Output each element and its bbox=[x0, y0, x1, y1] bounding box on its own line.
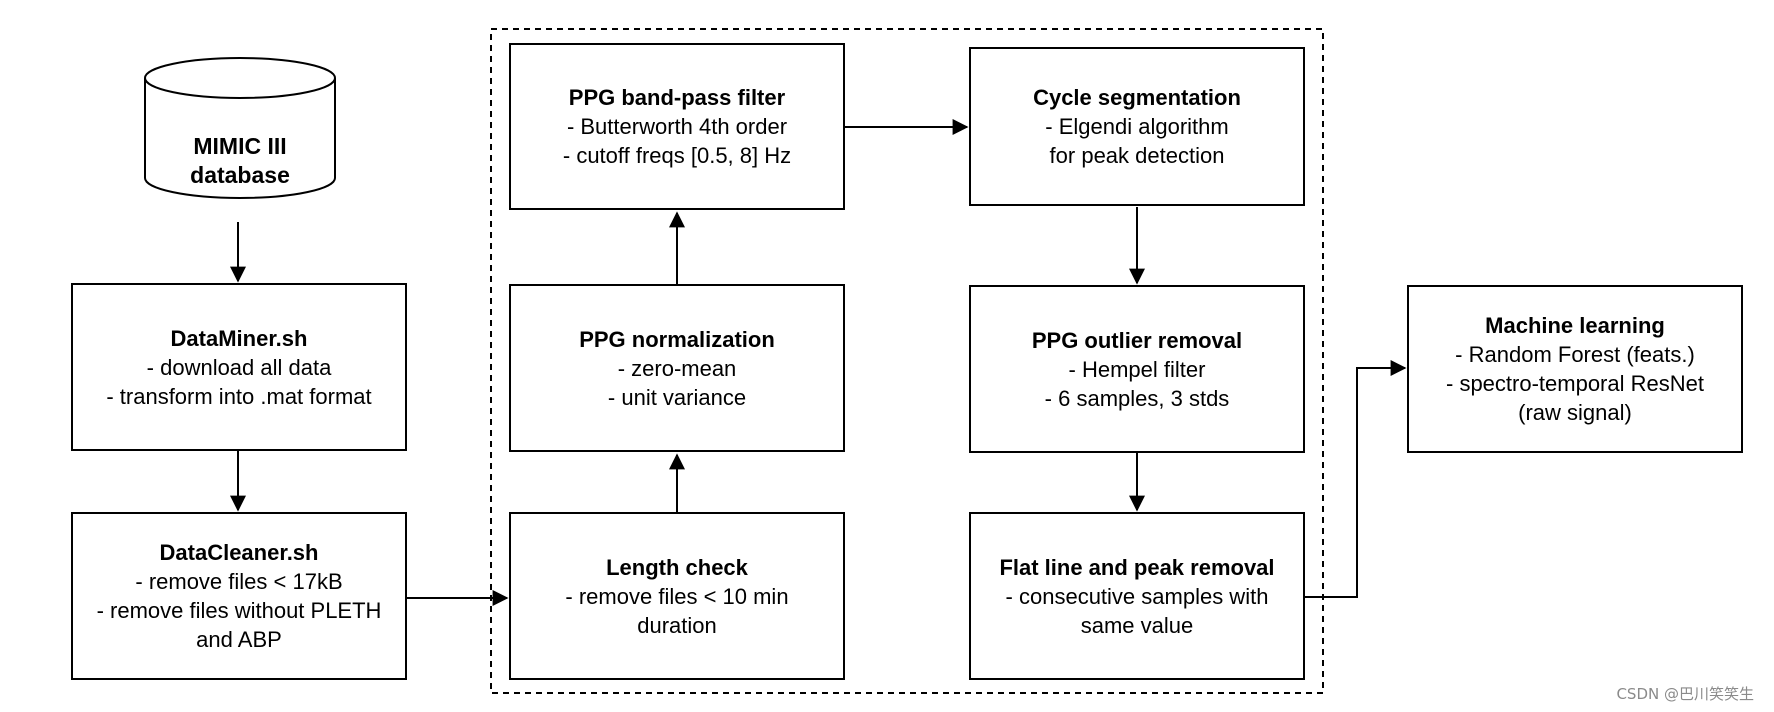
machine-learning-line-2: - spectro-temporal ResNet bbox=[1446, 371, 1704, 396]
cycle-segmentation-title: Cycle segmentation bbox=[1033, 85, 1241, 110]
arrow-flatline-to-ml bbox=[1305, 360, 1407, 598]
length-check-box: Length check - remove files < 10 min dur… bbox=[509, 512, 845, 680]
bandpass-title: PPG band-pass filter bbox=[568, 85, 786, 110]
normalization-box: PPG normalization - zero-mean - unit var… bbox=[509, 284, 845, 452]
flatline-removal-title: Flat line and peak removal bbox=[999, 554, 1275, 580]
database-label-line-1: MIMIC III bbox=[193, 133, 287, 159]
watermark-text: CSDN @巴川笑笑生 bbox=[1616, 685, 1754, 703]
bandpass-box: PPG band-pass filter - Butterworth 4th o… bbox=[509, 43, 845, 210]
machine-learning-line-1: - Random Forest (feats.) bbox=[1455, 342, 1695, 367]
outlier-removal-line-2: - 6 samples, 3 stds bbox=[1044, 385, 1230, 411]
machine-learning-title: Machine learning bbox=[1485, 313, 1665, 338]
normalization-line-1: - zero-mean bbox=[617, 355, 737, 381]
dataminer-box: DataMiner.sh - download all data - trans… bbox=[71, 283, 407, 451]
datacleaner-box: DataCleaner.sh - remove files < 17kB - r… bbox=[71, 512, 407, 680]
outlier-removal-line-1: - Hempel filter bbox=[1068, 356, 1206, 382]
bandpass-line-2: - cutoff freqs [0.5, 8] Hz bbox=[562, 143, 792, 168]
normalization-line-2: - unit variance bbox=[607, 384, 747, 410]
datacleaner-line-3: and ABP bbox=[196, 627, 282, 652]
outlier-removal-title: PPG outlier removal bbox=[1031, 327, 1243, 353]
cycle-segmentation-line-2: for peak detection bbox=[1049, 143, 1225, 168]
length-check-line-1: - remove files < 10 min bbox=[565, 583, 789, 609]
cycle-segmentation-line-1: - Elgendi algorithm bbox=[1045, 114, 1229, 139]
database-label-line-2: database bbox=[190, 162, 290, 188]
datacleaner-title: DataCleaner.sh bbox=[159, 540, 319, 565]
flatline-removal-line-1: - consecutive samples with bbox=[1005, 583, 1269, 609]
database-label: MIMIC III database bbox=[140, 132, 340, 190]
flatline-removal-box: Flat line and peak removal - consecutive… bbox=[969, 512, 1305, 680]
length-check-line-2: duration bbox=[637, 612, 717, 638]
normalization-title: PPG normalization bbox=[579, 326, 775, 352]
bandpass-line-1: - Butterworth 4th order bbox=[566, 114, 788, 139]
dataminer-line-2: - transform into .mat format bbox=[106, 383, 372, 409]
machine-learning-line-3: (raw signal) bbox=[1518, 400, 1632, 425]
datacleaner-line-1: - remove files < 17kB bbox=[135, 569, 343, 594]
machine-learning-box: Machine learning - Random Forest (feats.… bbox=[1407, 285, 1743, 453]
database-icon bbox=[144, 57, 336, 199]
cycle-segmentation-box: Cycle segmentation - Elgendi algorithm f… bbox=[969, 47, 1305, 206]
dataminer-title: DataMiner.sh bbox=[170, 325, 308, 351]
dataminer-line-1: - download all data bbox=[146, 354, 332, 380]
flatline-removal-line-2: same value bbox=[1080, 612, 1194, 638]
datacleaner-line-2: - remove files without PLETH bbox=[96, 598, 382, 623]
length-check-title: Length check bbox=[606, 554, 748, 580]
outlier-removal-box: PPG outlier removal - Hempel filter - 6 … bbox=[969, 285, 1305, 453]
